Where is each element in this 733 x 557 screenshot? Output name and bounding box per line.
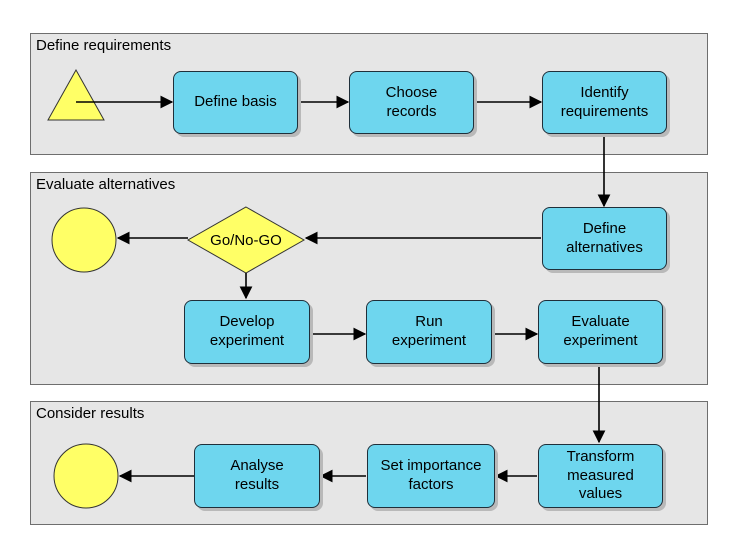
node-analyse-results: Analyse results [194, 444, 320, 508]
node-choose-records-line1: Choose [385, 83, 438, 101]
node-evaluate-experiment: Evaluate experiment [538, 300, 663, 364]
node-evaluate-experiment-line2: experiment [563, 332, 638, 349]
node-transform-line2: measured [567, 466, 634, 484]
node-evaluate-experiment-line1: Evaluate [571, 313, 630, 331]
node-define-alternatives: Define alternatives [542, 207, 667, 270]
lane-title-define-requirements: Define requirements [36, 37, 172, 54]
node-define-basis-line1: Define basis [194, 93, 277, 111]
node-run-experiment-line2: experiment [391, 332, 467, 349]
end-circle-evaluate [51, 207, 117, 273]
node-run-experiment: Run experiment [366, 300, 492, 364]
node-identify-requirements-line1: Identify [580, 83, 629, 101]
node-analyse-results-line1: Analyse [230, 457, 284, 475]
node-set-importance-line1: Set importance [380, 457, 482, 475]
node-analyse-results-line2: results [234, 476, 280, 493]
node-define-alternatives-line1: Define [582, 219, 627, 237]
gonogo-label: Go/No-GO [210, 232, 282, 249]
node-transform-line1: Transform [566, 447, 635, 465]
node-set-importance-line2: factors [408, 476, 454, 493]
node-identify-requirements-line2: requirements [560, 102, 649, 120]
node-develop-experiment-line2: experiment [209, 332, 285, 349]
node-choose-records-line2: records [386, 102, 437, 120]
lane-title-consider-results: Consider results [36, 405, 145, 422]
lane-title-evaluate-alternatives: Evaluate alternatives [36, 176, 176, 193]
end-circle-consider [53, 443, 119, 509]
node-transform-line3: values [578, 485, 623, 503]
start-triangle [47, 68, 105, 121]
node-define-basis: Define basis [173, 71, 298, 134]
node-define-alternatives-line2: alternatives [566, 238, 643, 256]
node-run-experiment-line1: Run [415, 313, 443, 331]
node-choose-records: Choose records [349, 71, 474, 134]
node-transform-measured-values: Transform measured values [538, 444, 663, 508]
node-develop-experiment-line1: Develop [219, 313, 275, 331]
node-develop-experiment: Develop experiment [184, 300, 310, 364]
node-identify-requirements: Identify requirements [542, 71, 667, 134]
node-set-importance-factors: Set importance factors [367, 444, 495, 508]
